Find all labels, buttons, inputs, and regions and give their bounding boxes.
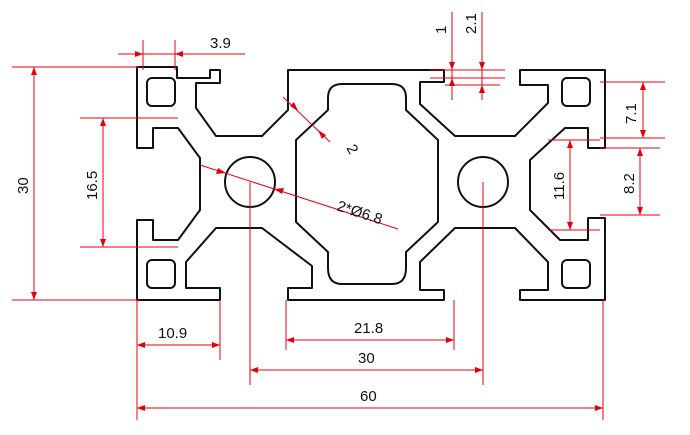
dim-8-2-label: 8.2 bbox=[621, 173, 638, 194]
profile-outline bbox=[136, 66, 606, 301]
dim-10-9-label: 10.9 bbox=[158, 325, 187, 342]
dim-7-1-label: 7.1 bbox=[623, 103, 640, 124]
dim-2-1-label: 2.1 bbox=[463, 13, 480, 34]
corner-slot-bottom-left bbox=[146, 259, 176, 289]
corner-slot-top-left bbox=[146, 77, 176, 107]
outer-contour bbox=[136, 66, 606, 301]
dim-1-label: 1 bbox=[433, 26, 450, 34]
dim-30-pitch-label: 30 bbox=[358, 350, 375, 367]
dim-60-label: 60 bbox=[360, 388, 377, 405]
dim-holes-label: 2*Ø6.8 bbox=[335, 198, 385, 229]
central-cavity bbox=[295, 83, 439, 285]
corner-slot-bottom-right bbox=[561, 259, 591, 289]
dim-2-label: 2 bbox=[343, 142, 362, 158]
dim-30-height-label: 30 bbox=[15, 177, 32, 194]
dim-3-9-label: 3.9 bbox=[210, 35, 231, 52]
dim-21-8-label: 21.8 bbox=[354, 320, 383, 337]
dim-11-6-label: 11.6 bbox=[551, 172, 568, 200]
dimension-labels: 3.9 1 2.1 7.1 30 16.5 2 2*Ø6.8 11.6 8.2 … bbox=[15, 13, 640, 405]
corner-slot-top-right bbox=[561, 77, 591, 107]
dimension-lines bbox=[12, 12, 665, 420]
dim-16-5-label: 16.5 bbox=[84, 171, 101, 200]
